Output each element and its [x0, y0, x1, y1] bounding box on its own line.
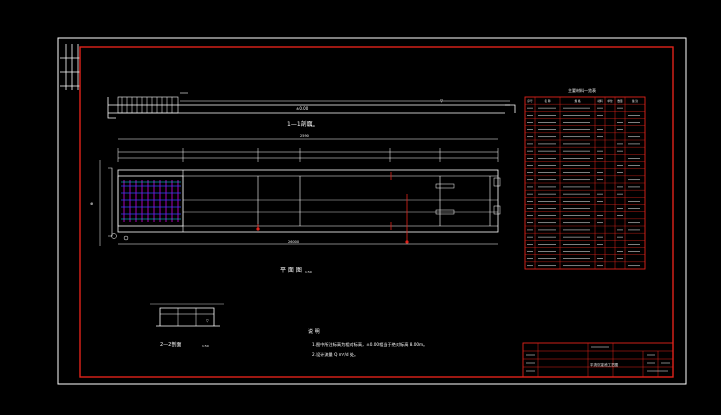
- section-2-2-drawing: ▽: [150, 303, 224, 327]
- title-block: [522, 342, 674, 378]
- svg-text:±0.00: ±0.00: [296, 106, 309, 111]
- svg-text:⊕: ⊕: [90, 201, 93, 206]
- section-2-2-scale: 1:50: [202, 344, 209, 348]
- material-table: 主要材料一览表 序号 名 称 规 格 材料单位数量 备 注: [524, 87, 646, 270]
- svg-text:2590: 2590: [300, 134, 309, 138]
- svg-text:▽: ▽: [440, 98, 444, 103]
- table-header-cell: 序号: [527, 99, 533, 103]
- table-header-cell: 单位: [607, 99, 613, 103]
- section-1-1-drawing: ±0.00 ▽ 2590: [107, 92, 516, 140]
- note-1: 1.图中所注标高为相对标高，±0.00相当于绝对标高 8.00m。: [312, 341, 427, 348]
- table-header-cell: 备 注: [632, 99, 638, 103]
- material-table-title: 主要材料一览表: [568, 87, 596, 93]
- table-header-cell: 名 称: [544, 99, 550, 103]
- drawing-frame: [79, 46, 674, 378]
- binding-strip: [60, 44, 80, 90]
- svg-text:26000: 26000: [288, 240, 299, 244]
- section-1-1-scale: 1:50: [308, 124, 315, 128]
- table-header-cell: 数量: [617, 99, 623, 103]
- plan-view-drawing: ⊕ 26000: [90, 148, 501, 246]
- title-block-drawing-name: 平流沉淀池工艺图: [590, 362, 618, 367]
- plan-view-label: 平 面 图: [280, 267, 302, 274]
- table-header-cell: 规 格: [574, 99, 580, 103]
- section-2-2-label: 2—2剖面: [160, 341, 181, 348]
- notes-title: 说 明: [308, 328, 320, 335]
- plan-view-scale: 1:50: [305, 270, 312, 274]
- section-1-1-label: 1—1剖面: [287, 120, 313, 128]
- svg-text:▽: ▽: [206, 319, 209, 323]
- note-2: 2.设计流量 Q m³/d 处。: [312, 351, 358, 358]
- table-header-cell: 材料: [597, 99, 603, 103]
